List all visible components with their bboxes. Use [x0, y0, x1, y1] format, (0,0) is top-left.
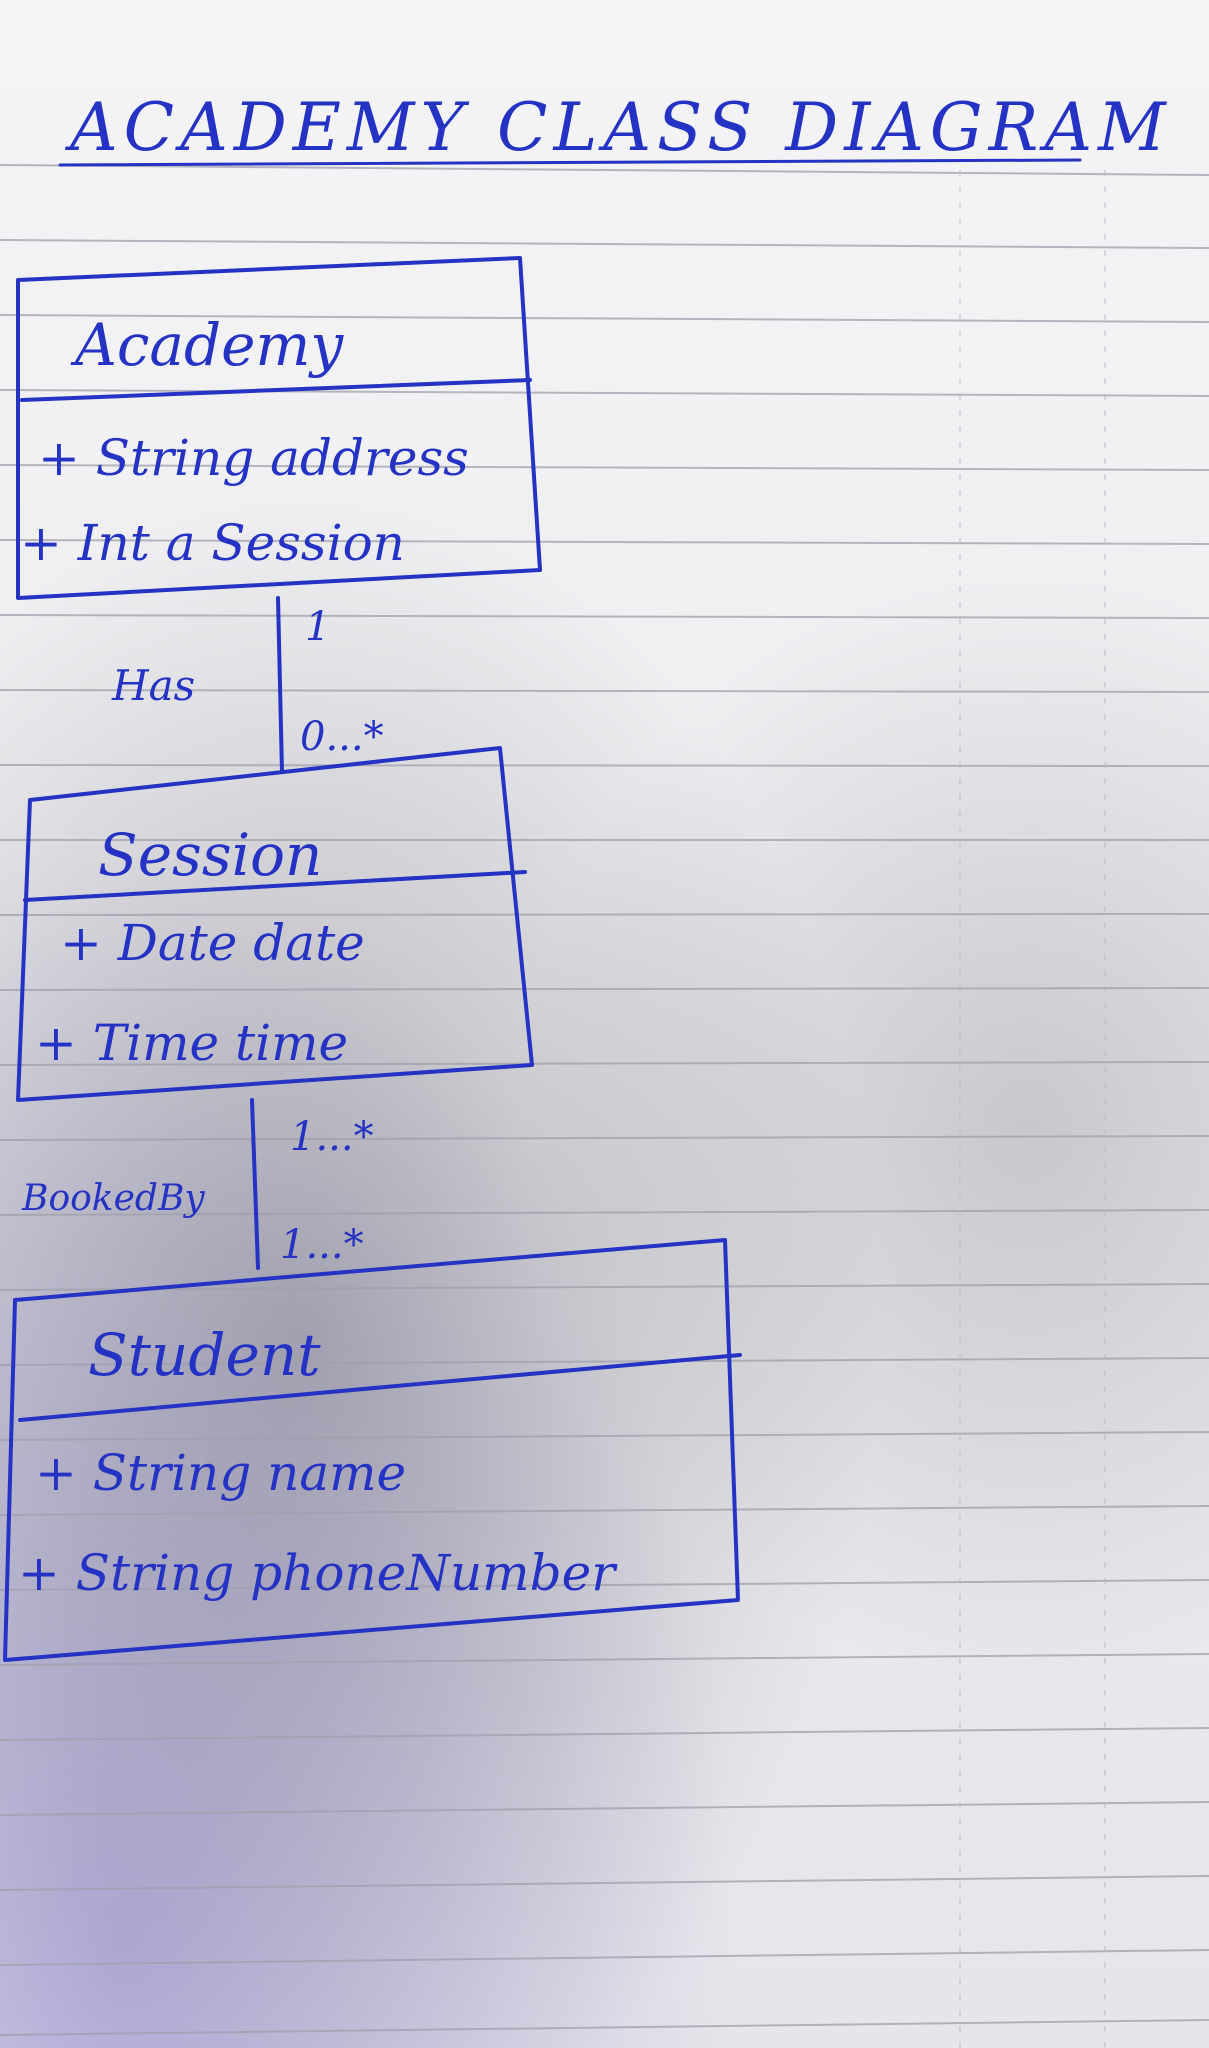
academy-box — [16, 256, 542, 600]
student-divider — [18, 1353, 742, 1422]
class-name-academy: Academy — [70, 311, 344, 379]
attribute-session-time: + Time time — [35, 1014, 348, 1072]
academy-divider — [20, 378, 532, 402]
attribute-academy-sessions: + Int a Session — [20, 514, 405, 572]
attribute-academy-address: + String address — [38, 429, 469, 487]
attribute-student-name: + String name — [35, 1444, 406, 1502]
association-label-bookedby: BookedBy — [21, 1178, 205, 1219]
student-box — [3, 1238, 740, 1662]
class-session: Session + Date date + Time time — [16, 746, 534, 1102]
session-box — [16, 746, 534, 1102]
diagram-title: ACADEMY CLASS DIAGRAM — [64, 89, 1172, 166]
ruled-lines — [0, 164, 1209, 2036]
title-underline — [58, 158, 1082, 167]
association-bookedby: BookedBy 1...* 1...* — [21, 1098, 374, 1270]
session-divider — [23, 870, 527, 902]
attribute-session-date: + Date date — [60, 914, 365, 972]
multiplicity-bookedby-source: 1...* — [290, 1114, 374, 1160]
multiplicity-has-target: 0...* — [300, 714, 384, 760]
attribute-student-phone: + String phoneNumber — [18, 1544, 618, 1602]
association-label-has: Has — [111, 661, 195, 710]
association-line-bookedby — [250, 1098, 260, 1270]
multiplicity-bookedby-target: 1...* — [280, 1222, 364, 1268]
class-name-student: Student — [88, 1321, 321, 1389]
class-student: Student + String name + String phoneNumb… — [3, 1238, 742, 1662]
multiplicity-has-source: 1 — [305, 604, 330, 650]
association-has: Has 1 0...* — [111, 596, 384, 774]
margin-guides — [959, 170, 1106, 2048]
class-academy: Academy + String address + Int a Session — [16, 256, 542, 600]
class-name-session: Session — [98, 821, 322, 889]
association-line-has — [276, 596, 284, 774]
